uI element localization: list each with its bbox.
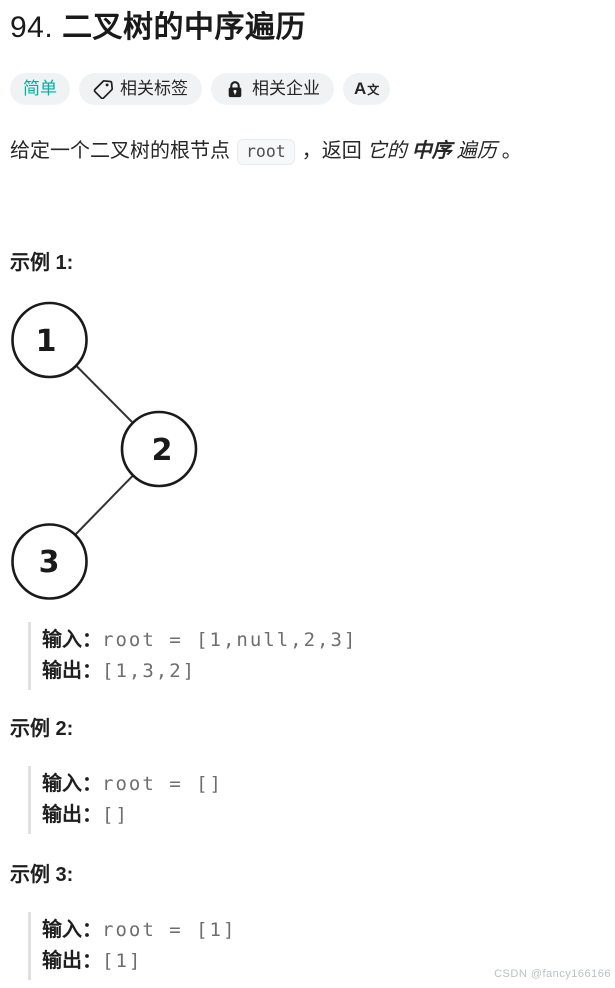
tree-node-1-circle (11, 301, 88, 379)
problem-description: 给定一个二叉树的根节点 root ，返回它的中序遍历。 (10, 135, 605, 168)
example-2-block: 输入：root = []输出：[] (28, 766, 605, 834)
example-3-block: 输入：root = [1]输出：[1] (28, 912, 605, 980)
tree-node-2-label: 2 (152, 433, 173, 468)
inline-code-root: root (237, 139, 295, 165)
description-period: 。 (501, 140, 522, 162)
input-value: root = [1] (102, 919, 237, 941)
related-companies-label: 相关企业 (252, 79, 320, 98)
description-text-2: ，返回 (301, 140, 362, 162)
tag-icon (93, 79, 113, 99)
page-title: 94. 二叉树的中序遍历 (10, 8, 605, 48)
tree-edge-2-3 (74, 475, 134, 536)
related-tags-button[interactable]: 相关标签 (79, 73, 202, 105)
example-2-output-line: 输出：[] (42, 800, 605, 831)
input-label: 输入： (42, 773, 102, 795)
example-3-input-line: 输入：root = [1] (42, 915, 605, 946)
description-bold-italic: 中序 (411, 140, 452, 162)
translate-button[interactable]: A文 (343, 73, 391, 105)
example-1-output-line: 输出：[1,3,2] (42, 656, 605, 687)
tree-node-2-circle (120, 410, 198, 488)
related-companies-button[interactable]: 相关企业 (211, 73, 334, 105)
csdn-watermark: CSDN @fancy166166 (494, 968, 611, 980)
output-value: [1] (102, 950, 143, 972)
input-label: 输入： (42, 629, 102, 651)
related-tags-label: 相关标签 (120, 79, 188, 98)
lock-icon (225, 79, 245, 99)
output-value: [] (102, 804, 129, 826)
input-label: 输入： (42, 919, 102, 941)
description-text-1: 给定一个二叉树的根节点 (10, 140, 230, 162)
example-tree-figure: 1 2 3 (10, 299, 605, 602)
badge-row: 简单 相关标签 相关企业 A文 (10, 73, 605, 105)
example-1-heading: 示例 1: (10, 252, 74, 274)
output-value: [1,3,2] (102, 660, 197, 682)
tree-node-1-label: 1 (36, 324, 57, 359)
example-3-output-line: 输出：[1] (42, 946, 605, 977)
example-2-heading: 示例 2: (10, 718, 74, 740)
example-2-input-line: 输入：root = [] (42, 769, 605, 800)
description-italic-2: 遍历 (456, 140, 497, 162)
problem-number: 94. (10, 11, 54, 44)
example-3-heading: 示例 3: (10, 864, 74, 886)
tree-node-3-circle (11, 523, 88, 600)
tree-node-3-label: 3 (39, 545, 60, 580)
output-label: 输出： (42, 950, 102, 972)
example-1-input-line: 输入：root = [1,null,2,3] (42, 625, 605, 656)
binary-tree-diagram: 1 2 3 (11, 301, 198, 600)
input-value: root = [1,null,2,3] (102, 629, 358, 651)
problem-name: 二叉树的中序遍历 (62, 11, 307, 44)
difficulty-badge[interactable]: 简单 (10, 73, 70, 105)
output-label: 输出： (42, 804, 102, 826)
output-label: 输出： (42, 660, 102, 682)
description-italic-1: 它的 (366, 140, 407, 162)
translate-icon: A文 (354, 79, 380, 98)
example-1-block: 输入：root = [1,null,2,3]输出：[1,3,2] (28, 622, 605, 690)
input-value: root = [] (102, 773, 223, 795)
tree-edge-1-2 (75, 364, 133, 423)
